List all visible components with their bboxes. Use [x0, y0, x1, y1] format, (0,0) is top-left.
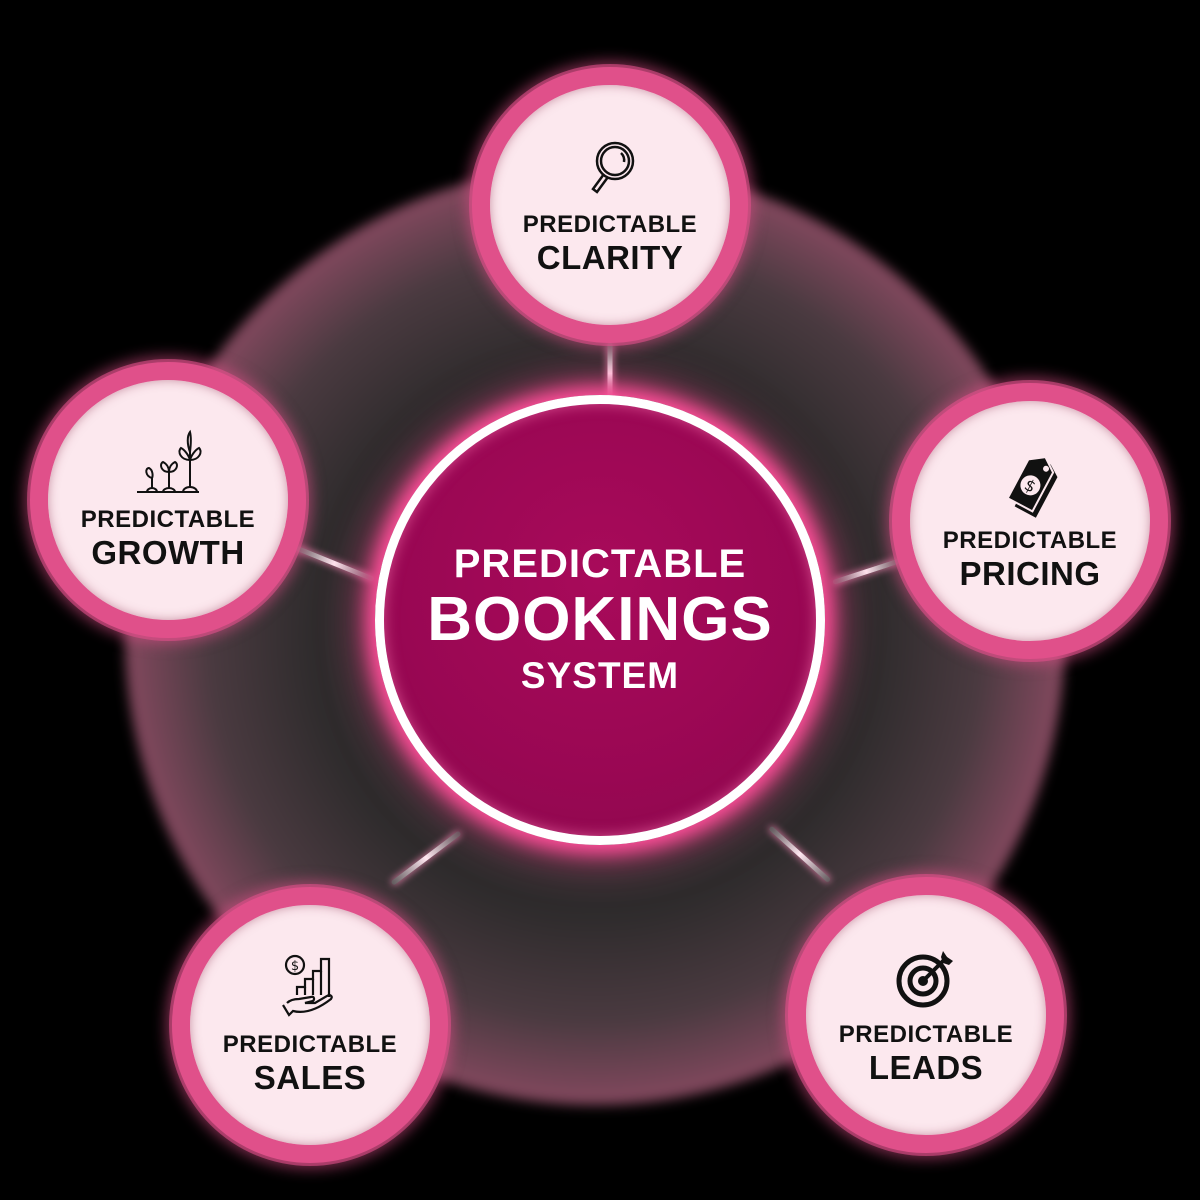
svg-text:$: $ — [291, 959, 299, 974]
node-growth-line1: PREDICTABLE — [80, 506, 256, 534]
hand-dollar-growth-chart-icon: $ — [275, 953, 345, 1023]
node-pricing-line1: PREDICTABLE — [942, 527, 1118, 555]
node-clarity-line2: CLARITY — [536, 238, 684, 276]
target-arrow-icon — [891, 943, 961, 1013]
center-title-line2: BOOKINGS — [427, 584, 773, 654]
node-clarity: PREDICTABLE CLARITY — [472, 67, 748, 343]
node-growth-line2: GROWTH — [91, 533, 245, 571]
node-growth: PREDICTABLE GROWTH — [30, 362, 306, 638]
center-hub: PREDICTABLE BOOKINGS SYSTEM — [375, 395, 825, 845]
node-pricing: $ PREDICTABLE PRICING — [892, 383, 1168, 659]
node-leads: PREDICTABLE LEADS — [788, 877, 1064, 1153]
price-tag-dollar-icon: $ — [995, 449, 1065, 519]
node-sales-line1: PREDICTABLE — [222, 1031, 398, 1059]
node-sales-line2: SALES — [253, 1058, 367, 1096]
center-title-line1: PREDICTABLE — [453, 541, 747, 586]
center-title-line3: SYSTEM — [520, 654, 680, 696]
node-sales: $ PREDICTABLE SALES — [172, 887, 448, 1163]
growing-plants-icon — [133, 428, 203, 498]
node-leads-line2: LEADS — [868, 1048, 984, 1086]
magnifying-glass-icon — [575, 133, 645, 203]
node-leads-line1: PREDICTABLE — [838, 1021, 1014, 1049]
node-pricing-line2: PRICING — [959, 554, 1101, 592]
node-clarity-line1: PREDICTABLE — [522, 211, 698, 239]
